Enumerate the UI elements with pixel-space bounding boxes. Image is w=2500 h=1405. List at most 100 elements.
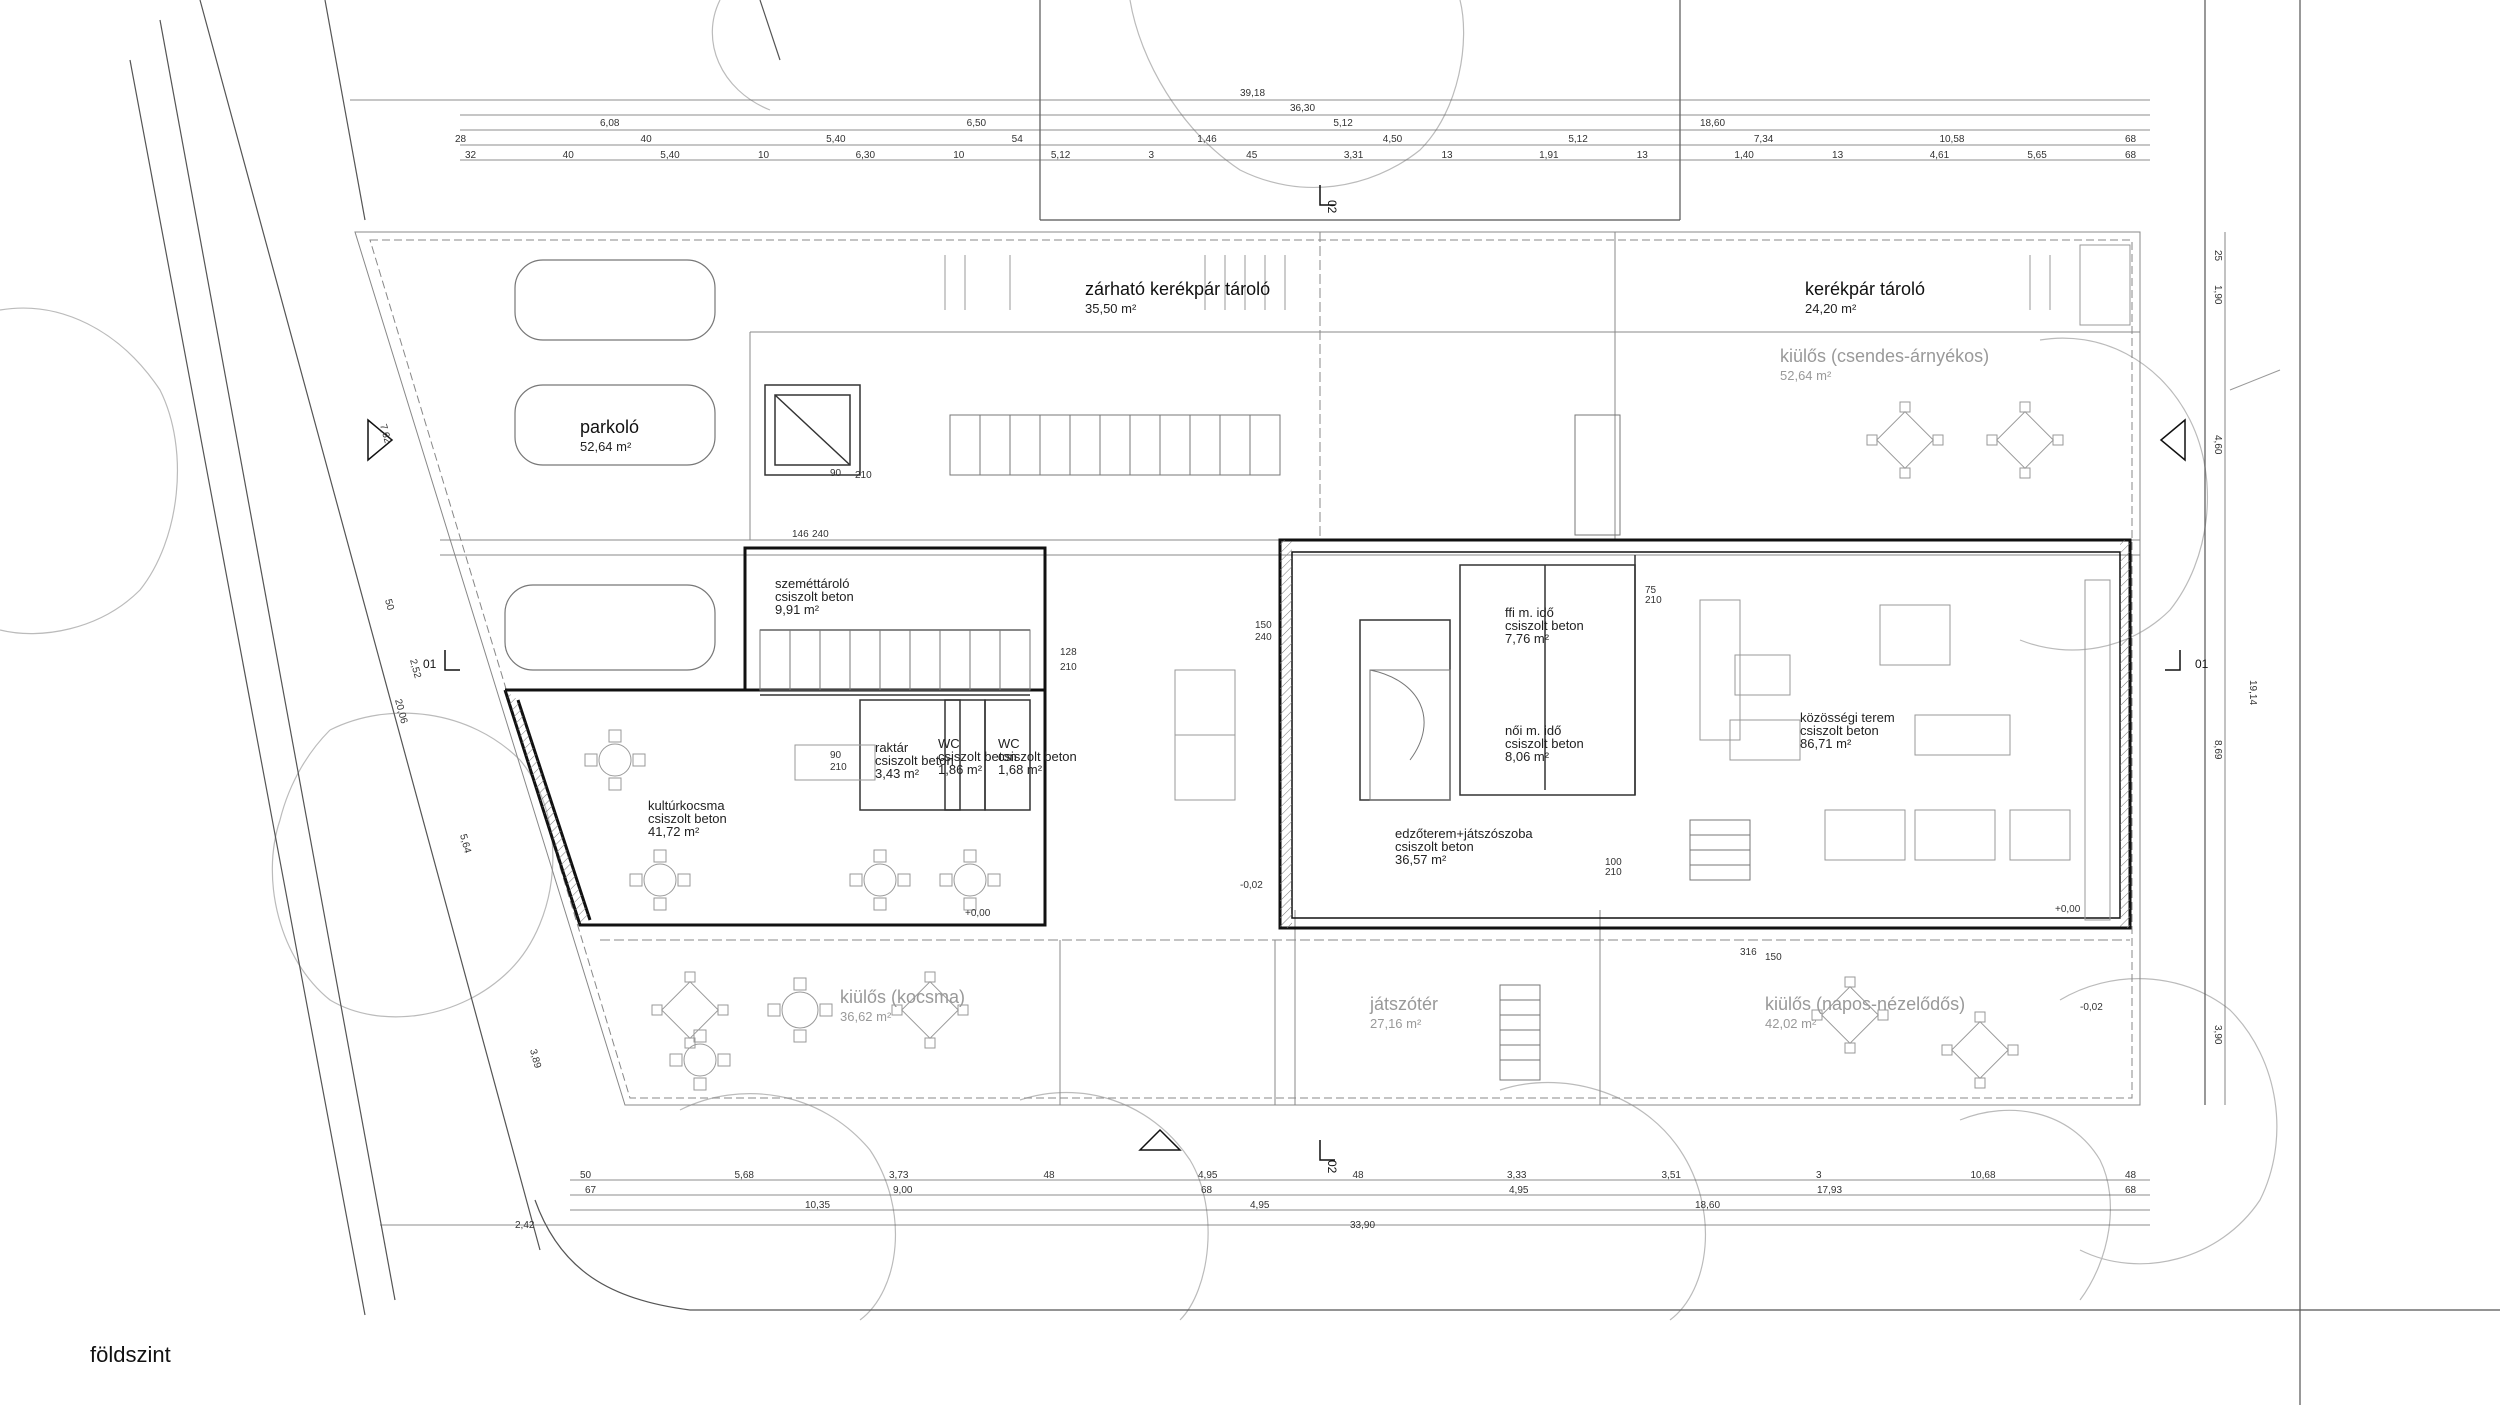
section-b-top: 02 bbox=[1325, 200, 1339, 214]
room-name-kiulos_napos: kiülős (napos-nézelődős) bbox=[1765, 994, 1965, 1014]
dim-top3-3: 18,60 bbox=[1700, 118, 1725, 129]
room-floor-wc2: csiszolt beton bbox=[998, 749, 1077, 764]
room-area-ffi: 7,76 m² bbox=[1505, 631, 1550, 646]
dim-left-2: 2,52 bbox=[407, 658, 423, 680]
room-area-raktar: 3,43 m² bbox=[875, 766, 920, 781]
section-markers bbox=[367, 418, 2186, 1151]
dim-top5-15: 4,61 bbox=[1930, 150, 1950, 161]
section-ticks bbox=[444, 185, 2181, 1161]
door-label-14: 316 bbox=[1740, 947, 1757, 958]
room-name-ffi: ffi m. idő bbox=[1505, 605, 1554, 620]
dim-top5-0: 32 bbox=[465, 150, 477, 161]
door-label-3: 240 bbox=[812, 529, 829, 540]
dim-top3-1: 6,50 bbox=[967, 118, 987, 129]
dim-top3-0: 6,08 bbox=[600, 118, 620, 129]
dim-bot1-7: 3,51 bbox=[1662, 1170, 1682, 1181]
room-name-raktar: raktár bbox=[875, 740, 909, 755]
dim-bot1-1: 5,68 bbox=[735, 1170, 755, 1181]
door-label-10: 75 bbox=[1645, 585, 1657, 596]
dim-top5-11: 1,91 bbox=[1539, 150, 1559, 161]
room-floor-raktar: csiszolt beton bbox=[875, 753, 954, 768]
room-name-zarhato: zárható kerékpár tároló bbox=[1085, 279, 1270, 299]
dim-left-5: 3,89 bbox=[527, 1048, 543, 1070]
dim-bot3-1: 4,95 bbox=[1250, 1200, 1270, 1211]
wall-hatch bbox=[505, 540, 2130, 928]
dim-top4-5: 4,50 bbox=[1383, 134, 1403, 145]
dim-top5-16: 5,65 bbox=[2027, 150, 2047, 161]
dim-bot1-2: 3,73 bbox=[889, 1170, 909, 1181]
dim-bot1-6: 3,33 bbox=[1507, 1170, 1527, 1181]
dim-right-3: 19,14 bbox=[2247, 680, 2258, 705]
dim-bot2-5: 68 bbox=[2125, 1185, 2137, 1196]
room-area-wc2: 1,68 m² bbox=[998, 762, 1043, 777]
room-name-kiulos_csendes: kiülős (csendes-árnyékos) bbox=[1780, 346, 1989, 366]
room-area-kiulos_kocsma: 36,62 m² bbox=[840, 1009, 892, 1024]
dim-top5-13: 1,40 bbox=[1734, 150, 1754, 161]
door-label-7: 240 bbox=[1255, 632, 1272, 643]
dim-bot1-9: 10,68 bbox=[1971, 1170, 1996, 1181]
room-name-parkolo: parkoló bbox=[580, 417, 639, 437]
dim-top4-6: 5,12 bbox=[1568, 134, 1588, 145]
room-area-noi: 8,06 m² bbox=[1505, 749, 1550, 764]
section-a-right: 01 bbox=[2195, 657, 2209, 671]
dim-bot1-3: 48 bbox=[1044, 1170, 1056, 1181]
dim-bot1-10: 48 bbox=[2125, 1170, 2137, 1181]
dim-left-3: 20,06 bbox=[392, 698, 409, 725]
trees bbox=[0, 0, 2278, 1321]
room-name-jatszoter: játszótér bbox=[1369, 994, 1438, 1014]
room-floor-szemettarolo: csiszolt beton bbox=[775, 589, 854, 604]
level-2: +0,00 bbox=[2055, 904, 2081, 915]
dim-bot1-0: 50 bbox=[580, 1170, 592, 1181]
street-lines bbox=[129, 0, 2500, 1405]
dim-right-0: 25 bbox=[2212, 250, 2223, 262]
room-floor-noi: csiszolt beton bbox=[1505, 736, 1584, 751]
furniture bbox=[794, 244, 2131, 921]
section-a-left: 01 bbox=[423, 657, 437, 671]
room-name-wc1: WC bbox=[938, 736, 960, 751]
level-3: -0,02 bbox=[2080, 1002, 2103, 1013]
dim-bot3-2: 18,60 bbox=[1695, 1200, 1720, 1211]
door-label-13: 210 bbox=[1605, 867, 1622, 878]
dim-top2-0: 36,30 bbox=[1290, 103, 1315, 114]
dim-top5-10: 13 bbox=[1441, 150, 1453, 161]
dim-left-1: 50 bbox=[382, 598, 396, 612]
door-label-1: 210 bbox=[855, 470, 872, 481]
room-name-wc2: WC bbox=[998, 736, 1020, 751]
dim-bot1-8: 3 bbox=[1816, 1170, 1822, 1181]
dim-bot2-1: 9,00 bbox=[893, 1185, 913, 1196]
dim-bot2-4: 17,93 bbox=[1817, 1185, 1842, 1196]
dim-top3-2: 5,12 bbox=[1333, 118, 1353, 129]
dim-bot2-0: 67 bbox=[585, 1185, 597, 1196]
dim-bot1-4: 4,95 bbox=[1198, 1170, 1218, 1181]
room-name-kulturkocsma: kultúrkocsma bbox=[648, 798, 725, 813]
dim-top5-17: 68 bbox=[2125, 150, 2137, 161]
door-label-9: 210 bbox=[830, 762, 847, 773]
section-b-bottom: 02 bbox=[1325, 1160, 1339, 1174]
room-area-kozossegi: 86,71 m² bbox=[1800, 736, 1852, 751]
dim-top5-14: 13 bbox=[1832, 150, 1844, 161]
room-name-kerekpar: kerékpár tároló bbox=[1805, 279, 1925, 299]
stairs bbox=[759, 414, 1751, 1081]
dim-top4-4: 1,46 bbox=[1197, 134, 1217, 145]
dim-top4-1: 40 bbox=[641, 134, 653, 145]
room-area-jatszoter: 27,16 m² bbox=[1370, 1016, 1422, 1031]
door-label-4: 128 bbox=[1060, 647, 1077, 658]
room-area-szemettarolo: 9,91 m² bbox=[775, 602, 820, 617]
door-label-5: 210 bbox=[1060, 662, 1077, 673]
dim-top5-9: 3,31 bbox=[1344, 150, 1364, 161]
room-name-noi: női m. idő bbox=[1505, 723, 1561, 738]
dim-top5-12: 13 bbox=[1637, 150, 1649, 161]
room-floor-kozossegi: csiszolt beton bbox=[1800, 723, 1879, 738]
dim-top5-2: 5,40 bbox=[660, 150, 680, 161]
door-label-8: 90 bbox=[830, 750, 842, 761]
door-label-11: 210 bbox=[1645, 595, 1662, 606]
room-area-kiulos_napos: 42,02 m² bbox=[1765, 1016, 1817, 1031]
dim-top5-5: 10 bbox=[953, 150, 965, 161]
door-label-2: 146 bbox=[792, 529, 809, 540]
room-area-wc1: 1,86 m² bbox=[938, 762, 983, 777]
dim-top5-7: 3 bbox=[1149, 150, 1155, 161]
room-floor-ffi: csiszolt beton bbox=[1505, 618, 1584, 633]
dim-left-0: 7,62 bbox=[377, 423, 393, 445]
